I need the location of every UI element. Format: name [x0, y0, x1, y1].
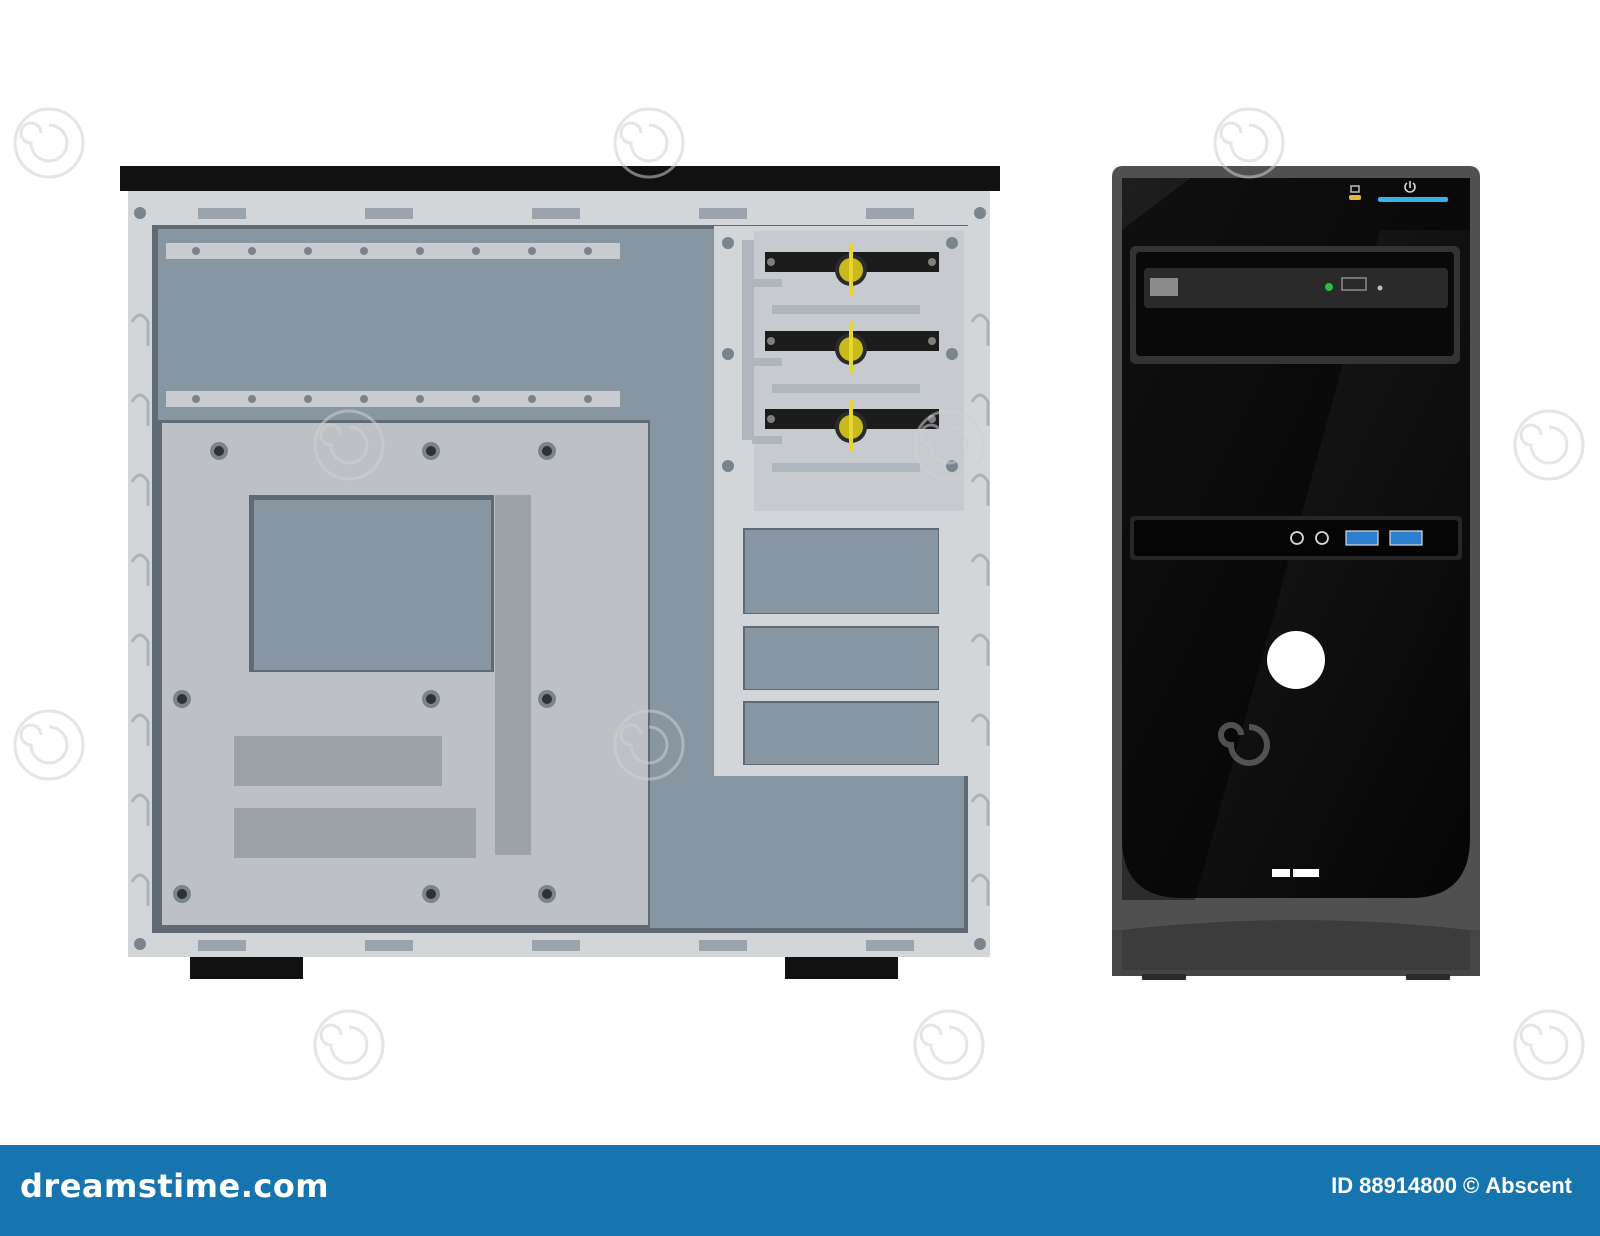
computer-case-illustration — [13, 107, 1585, 1081]
author-name[interactable]: Abscent — [1485, 1173, 1572, 1198]
power-button[interactable] — [1378, 181, 1448, 202]
hdd-icon — [1349, 185, 1361, 200]
dreamstime-swirl-icon — [13, 107, 1585, 1081]
hard-drive-3 — [752, 400, 939, 472]
usb-port-2[interactable] — [1389, 530, 1423, 546]
optical-drive[interactable] — [1144, 268, 1448, 308]
open-case-side-view — [120, 166, 1000, 979]
power-icon — [1404, 181, 1416, 193]
copyright-symbol: © — [1462, 1173, 1480, 1198]
audio-jack-mic[interactable] — [1315, 531, 1329, 545]
front-logo-circle — [1267, 631, 1325, 689]
brand-logo-text[interactable]: dreamstime.com — [20, 1167, 330, 1205]
pc-tower-front-view — [1112, 166, 1480, 980]
hard-drive-1 — [752, 243, 939, 314]
audio-jack-headphones[interactable] — [1290, 531, 1304, 545]
image-id: 88914800 — [1359, 1173, 1457, 1198]
id-label: ID — [1331, 1173, 1354, 1198]
hard-drive-2 — [752, 322, 939, 393]
usb-port-1[interactable] — [1345, 530, 1379, 546]
